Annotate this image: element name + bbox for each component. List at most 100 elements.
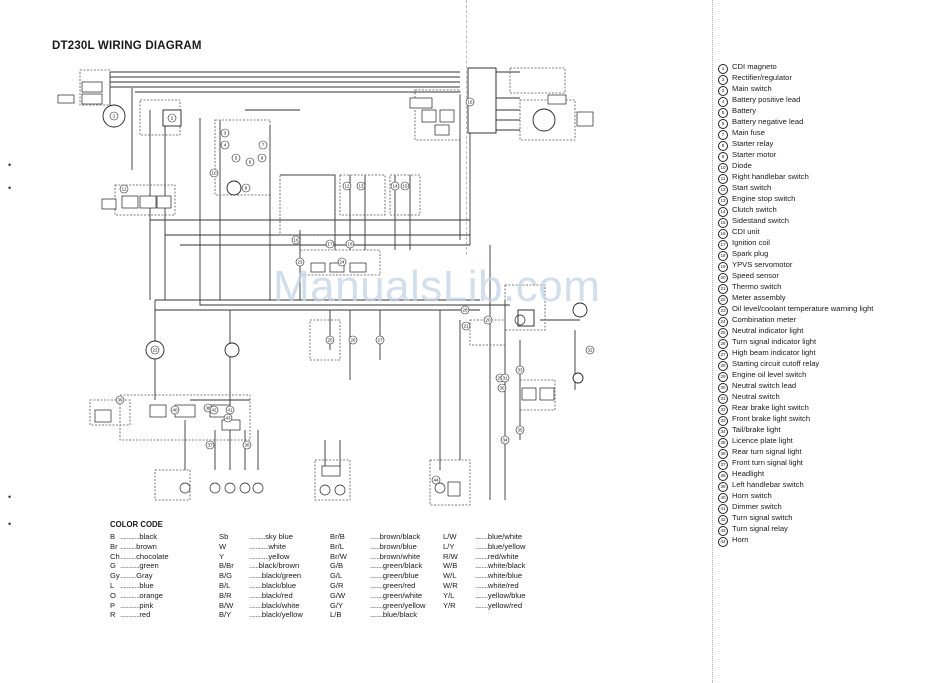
svg-text:24: 24: [339, 260, 345, 265]
leader-dots: ..........: [120, 551, 137, 561]
color-code-abbrev: G/L: [330, 571, 343, 581]
color-name: white/black: [487, 561, 526, 571]
color-name: blue/white: [487, 532, 523, 541]
leader-dots: ........: [249, 600, 262, 610]
legend-label: Spark plug: [732, 249, 769, 258]
legend-number: 19: [718, 262, 728, 272]
svg-text:42: 42: [211, 408, 217, 413]
leader-dots: ........: [370, 580, 383, 590]
color-name: brown/black: [379, 532, 421, 541]
svg-text:28: 28: [462, 308, 468, 313]
color-name: yellow/blue: [487, 590, 526, 600]
legend-number: 13: [718, 196, 728, 206]
color-code-entry: G/R........ green/red: [330, 581, 426, 591]
callout-37: 37: [205, 440, 215, 450]
color-code-entry: G/L........ green/blue: [330, 571, 426, 581]
leader-dots: ............: [249, 551, 269, 561]
lamp-symbols: [179, 314, 526, 496]
legend-label: Turn signal switch: [732, 513, 793, 522]
svg-text:25: 25: [327, 338, 333, 343]
color-name: green/black: [382, 561, 423, 571]
color-code-entry: G/Y........ green/yellow: [330, 601, 426, 611]
color-code-entry: Sb.......... sky blue: [219, 532, 303, 542]
svg-text:19: 19: [293, 238, 299, 243]
legend-label: Horn switch: [732, 491, 772, 500]
color-name: blue/yellow: [487, 541, 526, 551]
legend-label: Oil level/coolant temperature warning li…: [732, 304, 874, 313]
callout-5: 5: [231, 153, 241, 163]
color-code-abbrev: Br/L: [330, 541, 344, 551]
leader-dots: ........: [370, 590, 383, 600]
color-code-entry: W/R........ white/red: [443, 581, 525, 591]
callout-9: 9: [241, 183, 251, 193]
legend-label: Rectifier/regulator: [732, 73, 792, 82]
legend-number: 26: [718, 339, 728, 349]
color-name: black/brown: [258, 561, 300, 571]
leader-dots: ......: [370, 541, 380, 551]
color-code-abbrev: L: [110, 580, 115, 590]
svg-text:35: 35: [517, 428, 523, 433]
callout-22: 22: [150, 345, 160, 355]
svg-text:14: 14: [392, 184, 398, 189]
callout-13: 13: [356, 181, 366, 191]
svg-text:39: 39: [117, 398, 123, 403]
svg-text:7: 7: [262, 143, 265, 148]
callout-19: 19: [291, 235, 301, 245]
color-code-entry: B/Br...... black/brown: [219, 561, 303, 571]
leader-dots: ............: [249, 541, 269, 551]
color-code-abbrev: G/W: [330, 590, 346, 600]
color-name: black/yellow: [261, 610, 303, 620]
legend-label: Horn: [732, 535, 749, 544]
color-name: brown: [136, 541, 157, 551]
svg-text:21: 21: [463, 324, 469, 329]
svg-text:43: 43: [225, 416, 231, 421]
components: [102, 67, 588, 384]
leader-dots: ........: [475, 590, 488, 600]
leader-dots: ............: [120, 590, 140, 600]
legend-number: 37: [718, 460, 728, 470]
callout-17: 17: [325, 239, 335, 249]
color-code-entry: Gy.......... Gray: [110, 571, 169, 581]
color-code-abbrev: B/W: [219, 600, 234, 610]
leader-dots: ........: [370, 571, 383, 581]
color-code-abbrev: Br: [110, 541, 118, 551]
color-name: pink: [139, 600, 154, 610]
callout-23: 23: [295, 257, 305, 267]
color-code-abbrev: Br/B: [330, 532, 345, 541]
callout-26: 26: [348, 335, 358, 345]
color-code-entry: G/W........ green/white: [330, 591, 426, 601]
legend-number: 12: [718, 185, 728, 195]
callout-18: 18: [345, 239, 355, 249]
color-name: yellow: [268, 551, 290, 561]
svg-text:30: 30: [499, 386, 505, 391]
legend-number: 10: [718, 163, 728, 173]
page-edge-line: [712, 0, 713, 683]
legend-label: Battery negative lead: [732, 117, 804, 126]
margin-mark: •: [8, 492, 12, 502]
color-code-entry: B/L........ black/blue: [219, 581, 303, 591]
color-code-abbrev: G/Y: [330, 600, 344, 610]
legend-label: Turn signal relay: [732, 524, 788, 533]
svg-text:4: 4: [224, 143, 227, 148]
color-code-abbrev: G/R: [330, 580, 344, 590]
svg-text:18: 18: [347, 242, 353, 247]
callout-42: 42: [209, 405, 219, 415]
callout-24: 24: [337, 257, 347, 267]
callout-39: 39: [115, 395, 125, 405]
color-code-entry: P............ pink: [110, 601, 169, 611]
legend-label: Start switch: [732, 183, 772, 192]
legend-label: Headlight: [732, 469, 765, 478]
legend-number: 21: [718, 284, 728, 294]
